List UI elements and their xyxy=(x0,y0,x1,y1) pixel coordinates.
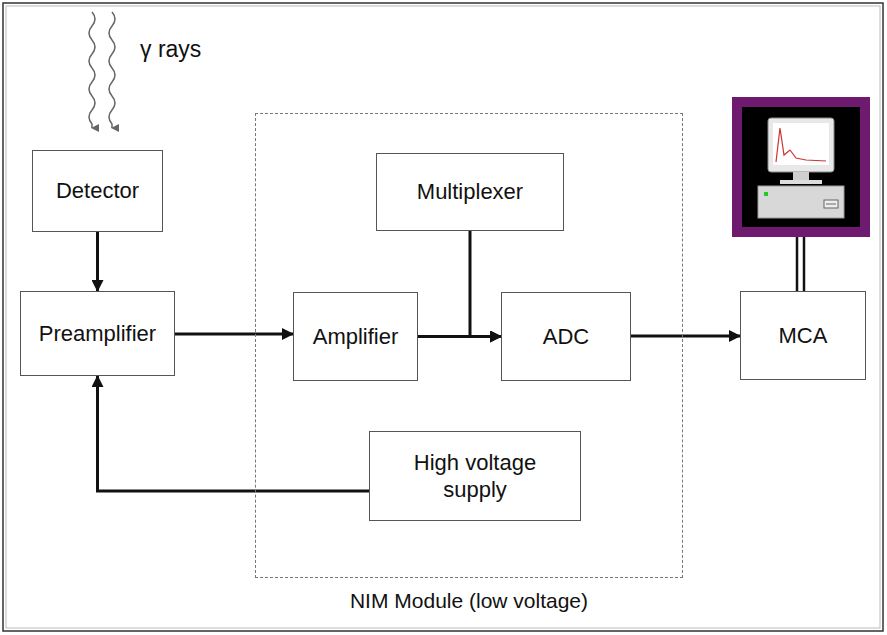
signal-arrow xyxy=(98,376,370,491)
box-label: Preamplifier xyxy=(39,320,156,348)
process-box: High voltage supply xyxy=(369,431,581,521)
module-group: NIM Module (low voltage)MultiplexerAmpli… xyxy=(255,113,683,578)
signal-arrow xyxy=(470,231,501,337)
box-label: Detector xyxy=(56,177,139,205)
process-box: Preamplifier xyxy=(20,291,175,376)
process-box: Detector xyxy=(32,150,163,232)
process-box: Multiplexer xyxy=(376,153,564,231)
cable xyxy=(796,237,799,291)
cable xyxy=(803,237,806,291)
gamma-ray xyxy=(89,12,95,128)
process-box: ADC xyxy=(501,292,631,381)
signal-arrow xyxy=(96,232,99,291)
signal-arrow xyxy=(175,333,293,336)
signal-arrow xyxy=(631,335,740,338)
box-label: ADC xyxy=(543,323,589,351)
frame-inner xyxy=(6,6,880,628)
frame xyxy=(3,3,883,631)
gamma-ray xyxy=(109,12,115,128)
radiation-label: γ rays xyxy=(140,36,201,63)
box-label: Multiplexer xyxy=(417,178,523,206)
process-box: Amplifier xyxy=(293,292,418,381)
process-box: MCA xyxy=(740,291,866,380)
box-label: MCA xyxy=(779,322,828,350)
group-label: NIM Module (low voltage) xyxy=(350,589,588,613)
computer-icon xyxy=(732,97,870,237)
box-label: High voltage supply xyxy=(400,449,550,504)
box-label: Amplifier xyxy=(313,323,399,351)
